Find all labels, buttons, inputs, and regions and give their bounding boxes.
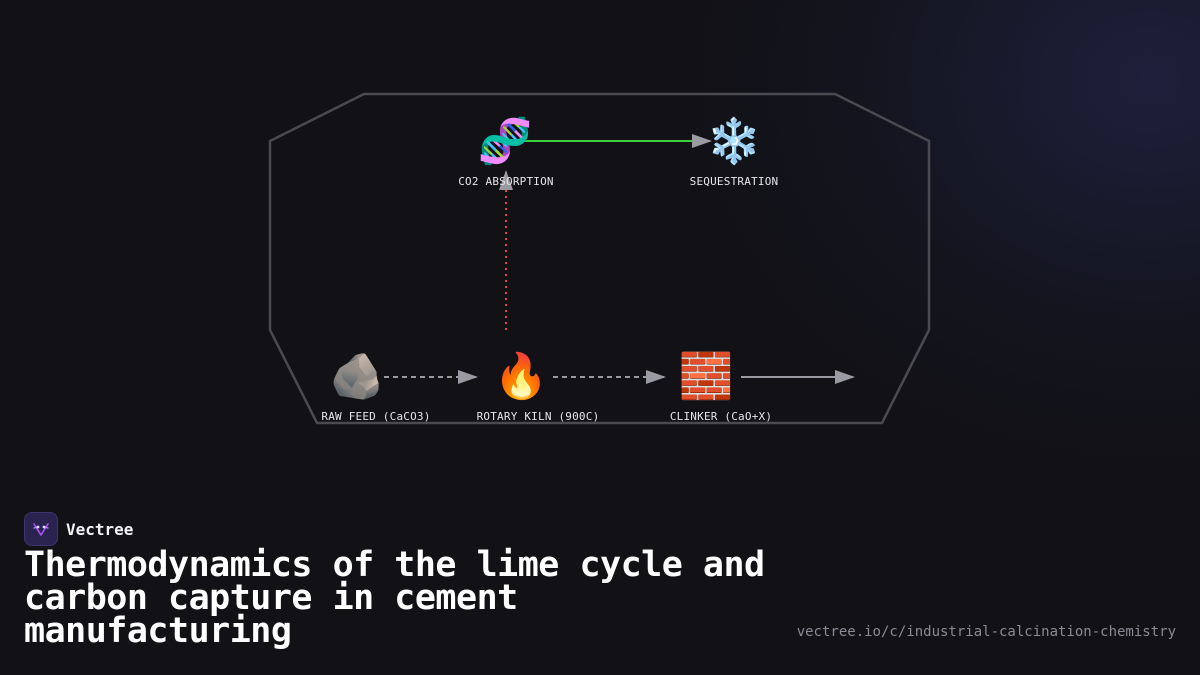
diagram-frame bbox=[268, 92, 931, 425]
page-title: Thermodynamics of the lime cycle and car… bbox=[24, 545, 765, 651]
node-rotary-kiln: 🔥 ROTARY KILN (900C) bbox=[477, 351, 600, 423]
dna-icon: 🧬 bbox=[478, 114, 533, 167]
brand: Vectree bbox=[24, 512, 133, 546]
snowflake-icon: ❄️ bbox=[707, 116, 762, 167]
node-label-raw-feed: RAW FEED (CaCO3) bbox=[321, 410, 430, 423]
node-label-clinker: CLINKER (CaO+X) bbox=[670, 410, 772, 423]
node-raw-feed: 🪨 RAW FEED (CaCO3) bbox=[321, 351, 430, 423]
fire-icon: 🔥 bbox=[494, 351, 549, 402]
node-clinker: 🧱 CLINKER (CaO+X) bbox=[670, 351, 772, 423]
brick-icon: 🧱 bbox=[679, 351, 734, 402]
vectree-logo-icon bbox=[24, 512, 58, 546]
node-co2-absorption: 🧬 CO2 ABSORPTION bbox=[458, 114, 554, 188]
rock-icon: 🪨 bbox=[330, 351, 385, 402]
node-sequestration: ❄️ SEQUESTRATION bbox=[690, 116, 779, 188]
node-label-co2-absorption: CO2 ABSORPTION bbox=[458, 175, 554, 188]
source-url[interactable]: vectree.io/c/industrial-calcination-chem… bbox=[796, 624, 1176, 640]
node-label-sequestration: SEQUESTRATION bbox=[690, 175, 779, 188]
brand-name: Vectree bbox=[66, 519, 134, 539]
node-label-rotary-kiln: ROTARY KILN (900C) bbox=[477, 410, 600, 423]
